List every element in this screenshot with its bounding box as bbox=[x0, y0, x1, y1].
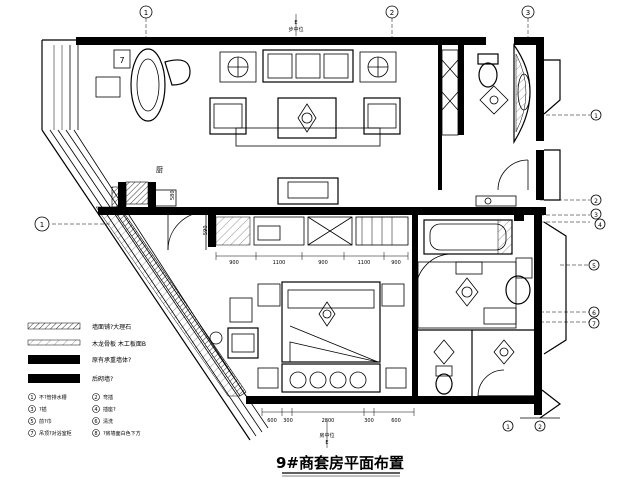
svg-text:2: 2 bbox=[390, 9, 394, 17]
dim-row2-0: 600 bbox=[267, 418, 277, 424]
svg-text:5: 5 bbox=[592, 263, 596, 270]
right-exterior bbox=[520, 59, 567, 419]
axis-grid bbox=[52, 18, 590, 323]
note-marker bbox=[28, 393, 36, 401]
legend-swatch-solid-2 bbox=[28, 374, 80, 383]
axis-bubble-bottom-2: 2 bbox=[534, 420, 546, 432]
diagonal-facade bbox=[41, 39, 269, 441]
axis-bubble-top-2: 2 bbox=[385, 5, 399, 19]
note-text: 不?管排水槽 bbox=[39, 394, 67, 401]
axis-bubble-top-1: 1 bbox=[139, 5, 153, 19]
svg-text:7: 7 bbox=[119, 56, 124, 65]
dim-row2-4: 600 bbox=[391, 418, 401, 424]
svg-text:3: 3 bbox=[526, 9, 530, 17]
top-centerline-label: E 步中位 bbox=[288, 14, 304, 36]
dim-row2-3: 300 bbox=[364, 418, 374, 424]
note-text: 吊顶?对浴室柜 bbox=[39, 430, 72, 437]
svg-text:步中位: 步中位 bbox=[288, 26, 303, 33]
axis-bubble-right-7: 7 bbox=[588, 317, 600, 329]
dim-row1-1: 1100 bbox=[273, 260, 286, 266]
svg-text:2: 2 bbox=[538, 424, 542, 431]
svg-text:E: E bbox=[325, 440, 328, 446]
legend-text-3: 后砌墙? bbox=[92, 375, 113, 383]
living-room: 7 bbox=[95, 48, 401, 207]
legend: 墙面铺?大理石 木龙骨板 木工板面B 原有承重墙体? 后砌墙? bbox=[27, 322, 146, 383]
note-text: 前?巾 bbox=[39, 418, 52, 425]
svg-text:4: 4 bbox=[598, 222, 602, 229]
note-marker bbox=[28, 405, 36, 413]
note-marker bbox=[92, 429, 100, 437]
axis-bubble-right-6: 6 bbox=[588, 306, 600, 318]
legend-text-1: 木龙骨板 木工板面B bbox=[92, 340, 146, 348]
bedroom bbox=[167, 211, 453, 393]
legend-swatch-solid-1 bbox=[28, 355, 80, 364]
dim-row1-2: 900 bbox=[318, 260, 328, 266]
walls bbox=[76, 37, 546, 415]
note-marker bbox=[28, 417, 36, 425]
axis-bubble-right-5: 5 bbox=[588, 259, 600, 271]
svg-text:1: 1 bbox=[144, 9, 148, 17]
svg-text:房中位: 房中位 bbox=[319, 432, 334, 439]
axis-bubble-right-3: 3 bbox=[590, 208, 602, 220]
svg-text:1: 1 bbox=[506, 424, 510, 431]
note-number: 5 bbox=[30, 419, 33, 425]
note-number: 6 bbox=[94, 419, 97, 425]
dim-row1-0: 900 bbox=[229, 260, 239, 266]
legend-swatch-light-hatch bbox=[27, 339, 81, 346]
legend-text-2: 原有承重墙体? bbox=[92, 356, 131, 364]
legend-text-0: 墙面铺?大理石 bbox=[92, 323, 131, 331]
axis-bubble-right-2: 2 bbox=[590, 194, 602, 206]
note-marker bbox=[28, 429, 36, 437]
svg-text:E: E bbox=[294, 20, 297, 26]
upper-bathroom bbox=[441, 43, 531, 207]
note-text: 插座? bbox=[103, 406, 116, 413]
note-number: 2 bbox=[94, 395, 97, 401]
dim-row1-3: 1100 bbox=[358, 260, 371, 266]
svg-text:3: 3 bbox=[594, 212, 598, 219]
axis-bubble-top-3: 3 bbox=[521, 5, 535, 19]
kitchen-label: 厨 bbox=[156, 166, 163, 174]
dim-580: 580 bbox=[170, 190, 176, 200]
note-number: 3 bbox=[30, 407, 33, 413]
drawing-title: 9#商套房平面布置 bbox=[276, 454, 404, 477]
dim-row1-4: 900 bbox=[391, 260, 401, 266]
note-marker bbox=[92, 393, 100, 401]
dimension-row-2: 600 300 2800 300 600 bbox=[261, 408, 415, 424]
note-number: 7 bbox=[30, 431, 33, 437]
axis-bubble-left-1: 1 bbox=[34, 216, 50, 232]
svg-text:2: 2 bbox=[594, 198, 598, 205]
note-text: ?房墙面白色下方 bbox=[103, 430, 141, 437]
svg-text:6: 6 bbox=[592, 310, 596, 317]
note-number: 4 bbox=[94, 407, 97, 413]
lower-bathroom bbox=[417, 219, 534, 397]
note-number: 1 bbox=[30, 395, 33, 401]
bottom-centerline-label: 房中位 E bbox=[319, 420, 335, 448]
axis-bubble-right-4: 4 bbox=[594, 218, 606, 230]
dim-row2-2: 2800 bbox=[322, 418, 335, 424]
note-marker bbox=[92, 417, 100, 425]
note-text: 弯插 bbox=[103, 394, 113, 401]
svg-text:1: 1 bbox=[594, 113, 598, 120]
note-number: 8 bbox=[94, 431, 97, 437]
svg-text:7: 7 bbox=[592, 321, 596, 328]
svg-text:1: 1 bbox=[40, 221, 44, 229]
notes: 1 不?管排水槽 2 弯插 3 ?插 4 插座? 5 前?巾 6 清洗 7 吊顶?对浴室柜 8 ?房墙面白色下… bbox=[28, 393, 141, 437]
note-text: 清洗 bbox=[103, 418, 113, 425]
note-marker bbox=[92, 405, 100, 413]
dim-row2-1: 300 bbox=[283, 418, 293, 424]
axis-bubble-bottom-1: 1 bbox=[502, 420, 514, 432]
dimension-row-1: 900 1100 900 1100 900 bbox=[215, 252, 409, 266]
note-text: ?插 bbox=[39, 406, 47, 413]
legend-swatch-dense-hatch bbox=[27, 322, 81, 330]
axis-bubble-right-1: 1 bbox=[590, 109, 602, 121]
title-text: 9#商套房平面布置 bbox=[276, 454, 404, 472]
